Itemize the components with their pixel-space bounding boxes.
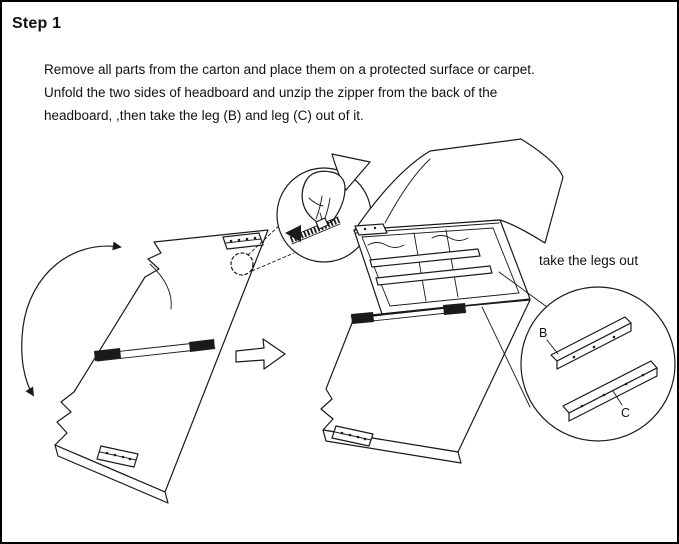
thumb-line — [308, 197, 324, 207]
zoom-source-dashed-circle — [230, 252, 254, 276]
hinge-mark-left — [94, 348, 121, 361]
interior-fabric-wave-2 — [431, 235, 469, 241]
unfolded-headboard-figure — [320, 138, 564, 464]
callout-label: take the legs out — [539, 253, 638, 268]
instruction-line-1: Remove all parts from the carton and pla… — [44, 62, 535, 77]
stored-leg-bar-1 — [369, 248, 481, 268]
fabric-crease-line — [149, 263, 172, 310]
step-title: Step 1 — [12, 15, 62, 32]
folded-headboard-figure — [21, 229, 269, 504]
instruction-line-3: headboard, ,then take the leg (B) and le… — [44, 108, 364, 123]
leg-c-pointer-line — [612, 390, 623, 406]
fold-seam — [94, 339, 216, 362]
legs-callout: B C take the legs out — [481, 253, 676, 442]
leg-b-label: B — [539, 326, 547, 340]
zoom-dashed-line-lower — [251, 252, 295, 272]
hinge-mark-right-2 — [443, 303, 466, 315]
zipper-pull-link — [319, 212, 323, 220]
unzip-direction-arrow — [285, 225, 301, 242]
leg-c-label: C — [621, 406, 630, 420]
interior-divider-2 — [445, 229, 459, 298]
interior-divider-1 — [413, 232, 427, 302]
hand-shape — [301, 170, 346, 225]
corner-bracket-bottom — [96, 445, 139, 468]
interior-fabric-wave-1 — [367, 242, 405, 248]
callout-wedge-line-upper — [498, 271, 548, 308]
zoom-dashed-line-upper — [247, 222, 283, 256]
leg-c — [562, 360, 658, 422]
fold-seam-right — [350, 303, 467, 324]
unzipped-back-flap — [353, 138, 564, 244]
stored-leg-bar-2 — [375, 265, 493, 286]
callout-wedge-line-lower — [481, 306, 531, 408]
headboard-interior — [353, 219, 531, 315]
interior-corner-bracket — [354, 223, 388, 236]
zipper-detail-callout — [230, 153, 372, 276]
front-panel — [320, 299, 531, 453]
instruction-line-2: Unfold the two sides of headboard and un… — [44, 85, 498, 100]
legs-callout-circle — [520, 286, 676, 442]
folded-headboard-edge-thickness — [54, 444, 169, 504]
corner-bracket-front — [331, 425, 374, 447]
leg-b — [550, 316, 632, 370]
next-step-arrow — [235, 338, 286, 370]
unfold-arrow — [21, 241, 122, 397]
folded-headboard-panel — [54, 229, 269, 493]
finger-line-1 — [315, 195, 323, 220]
flap-crease — [384, 158, 431, 224]
leg-b-pointer-line — [546, 339, 559, 355]
hinge-mark-left-2 — [351, 312, 374, 324]
corner-bracket-top — [222, 232, 264, 250]
hinge-mark-right — [189, 339, 215, 352]
instructions-paragraph: Remove all parts from the carton and pla… — [44, 58, 644, 127]
